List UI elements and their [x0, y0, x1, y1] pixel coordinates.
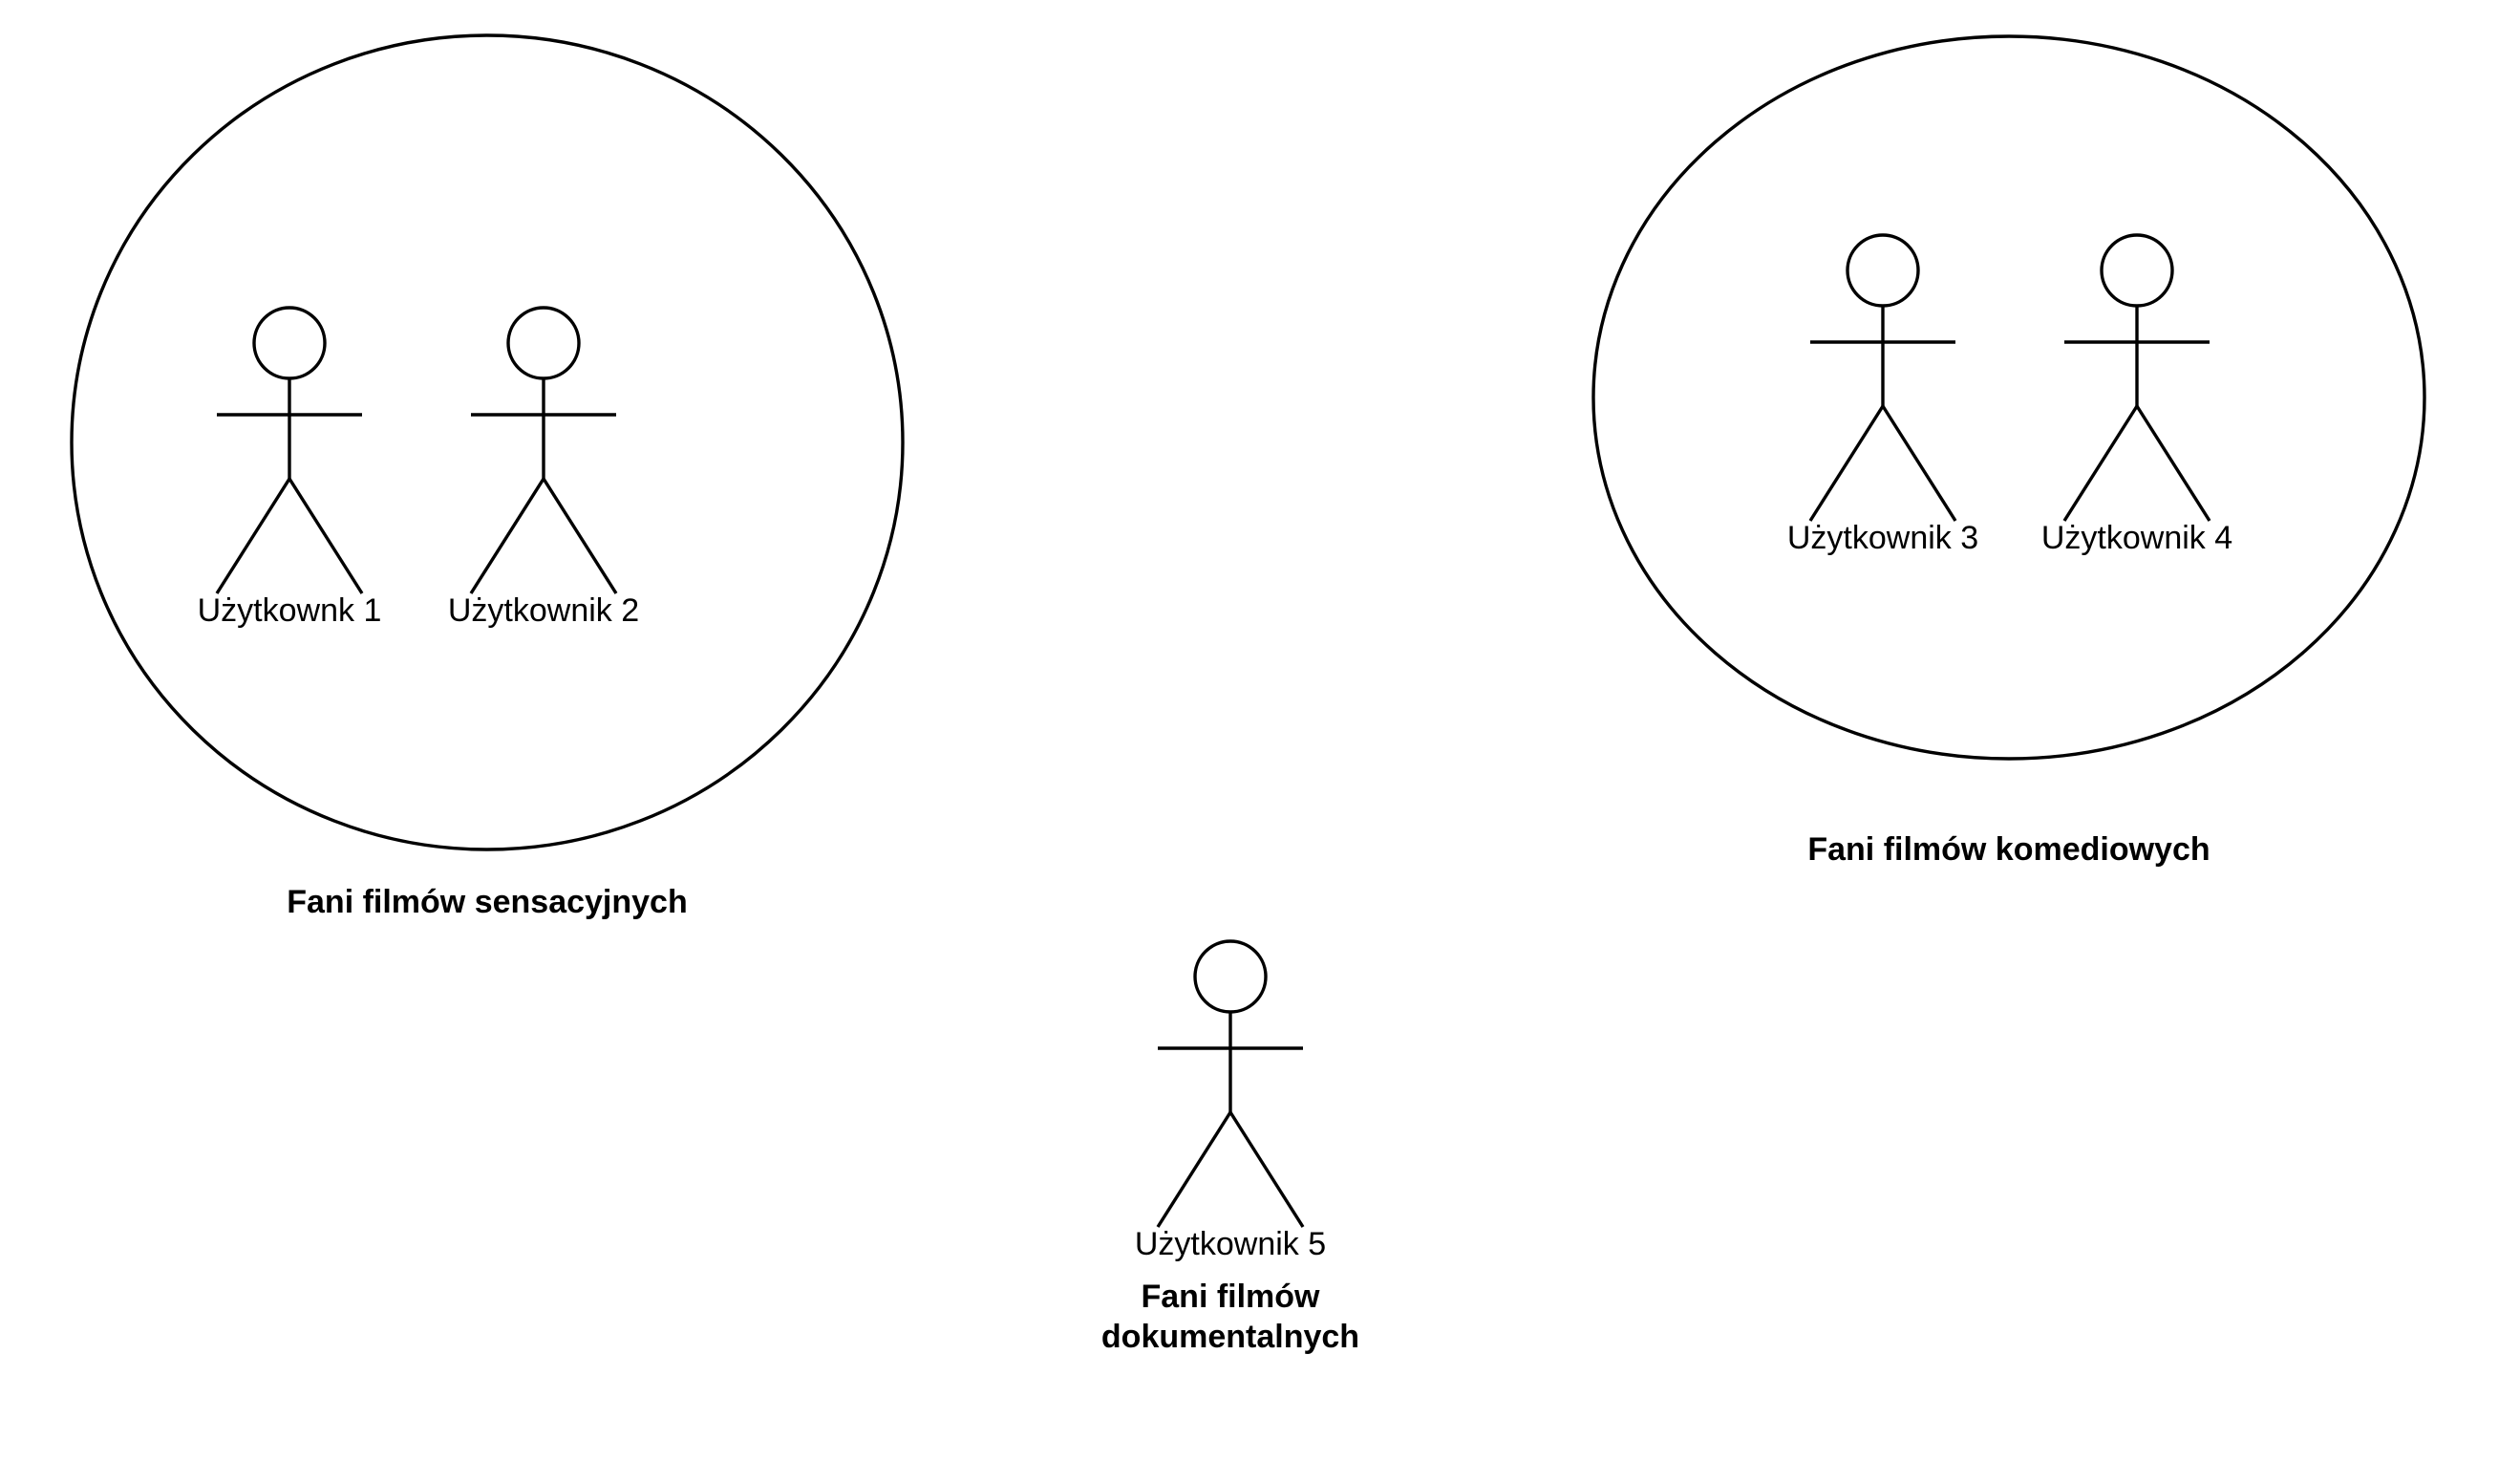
group-documentary-label-line2: dokumentalnych	[1101, 1319, 1359, 1355]
actor-label: Użytkownik 4	[2041, 520, 2232, 556]
group-documentary-label: Fani filmów	[1142, 1279, 1321, 1315]
group-action-boundary	[70, 33, 905, 851]
actor-label: Użytkownk 1	[198, 592, 382, 629]
group-comedy-boundary	[1591, 34, 2426, 761]
actor-user-4[interactable]: Użytkownik 4	[2041, 233, 2232, 556]
actor-label: Użytkownik 3	[1787, 520, 1978, 556]
stick-figure-icon	[469, 306, 618, 594]
actor-user-3[interactable]: Użytkownik 3	[1787, 233, 1978, 556]
group-action-fans: Fani filmów sensacyjnych	[70, 33, 905, 920]
stick-figure-icon	[1808, 233, 1957, 522]
actor-user-5[interactable]: Użytkownik 5	[1135, 939, 1326, 1262]
group-comedy-label: Fani filmów komediowych	[1807, 831, 2210, 868]
group-comedy-fans: Fani filmów komediowych	[1591, 34, 2426, 868]
actor-user-2[interactable]: Użytkownik 2	[448, 306, 639, 629]
actor-label: Użytkownik 5	[1135, 1226, 1326, 1262]
actor-label: Użytkownik 2	[448, 592, 639, 629]
stick-figure-icon	[1156, 939, 1305, 1228]
stick-figure-icon	[215, 306, 364, 594]
stick-figure-icon	[2062, 233, 2211, 522]
group-action-label: Fani filmów sensacyjnych	[287, 884, 687, 920]
group-documentary-fans: Użytkownik 5 Fani filmów dokumentalnych	[1101, 939, 1359, 1355]
actor-user-1[interactable]: Użytkownk 1	[198, 306, 382, 629]
